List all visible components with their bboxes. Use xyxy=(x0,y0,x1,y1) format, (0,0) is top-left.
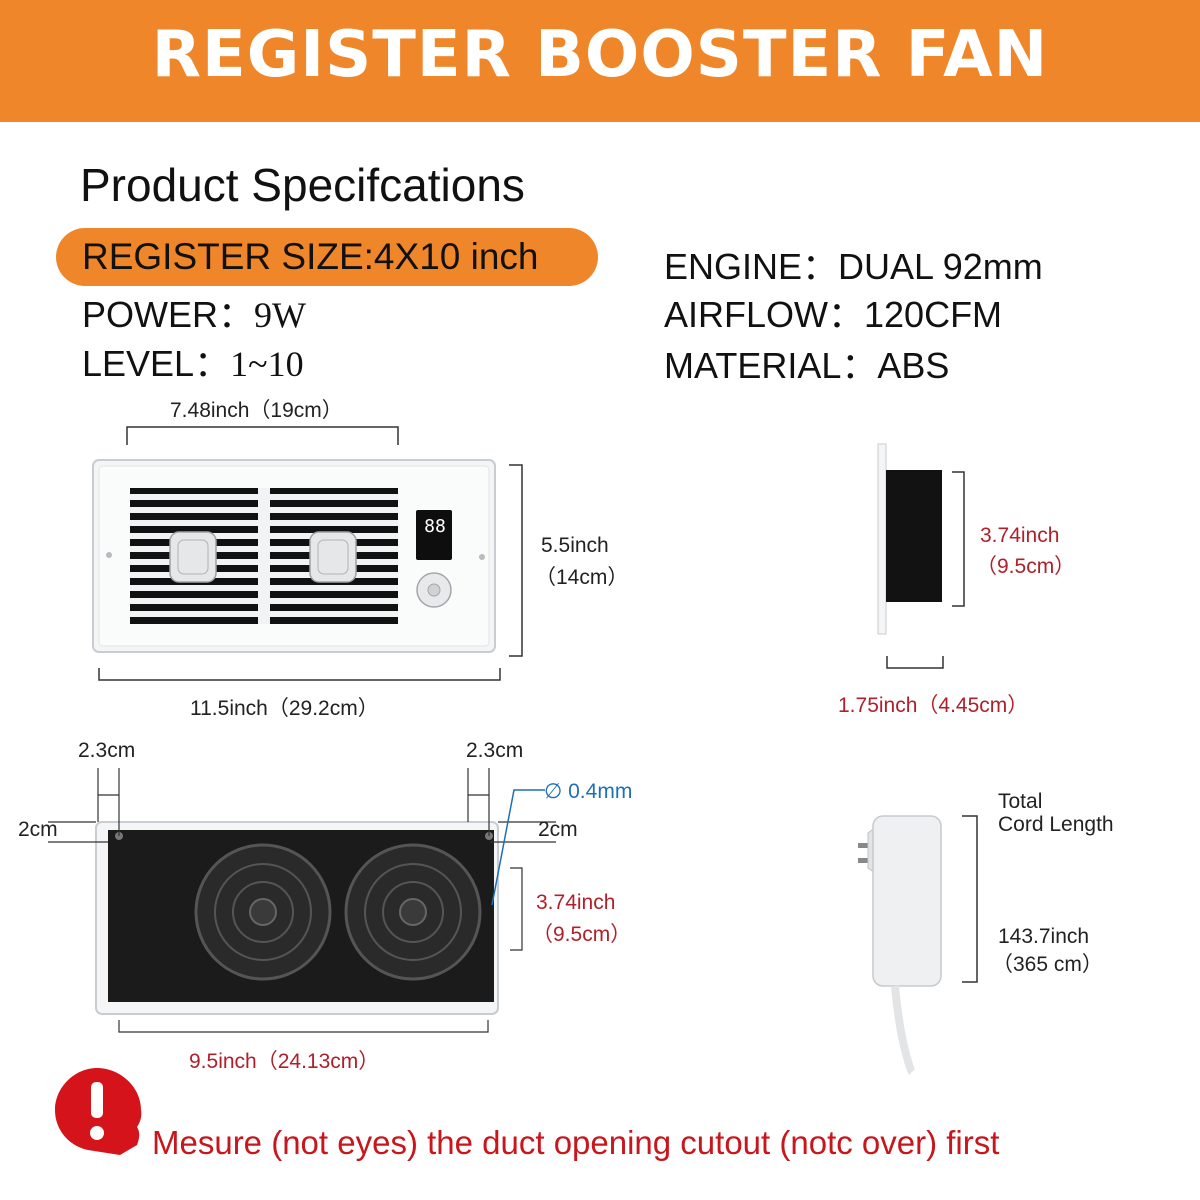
cord-dimension-line xyxy=(962,815,978,983)
power-adapter-image xyxy=(858,815,942,1075)
rear-height-inch-label: 3.74inch xyxy=(536,891,616,914)
cord-length-cm: （365 cm） xyxy=(992,953,1103,976)
register-front-image xyxy=(92,459,496,653)
spec-material: MATERIAL：ABS xyxy=(664,345,950,386)
side-depth-label: 1.75inch（4.45cm） xyxy=(838,694,1029,717)
rear-view-dimension-lines xyxy=(48,768,556,1033)
cord-label-line1: Total xyxy=(998,790,1043,813)
front-height-inch-label: 5.5inch xyxy=(541,534,609,557)
side-height-inch-label: 3.74inch xyxy=(980,524,1060,547)
side-height-cm-label: （9.5cm） xyxy=(976,555,1076,578)
cord-length-inch: 143.7inch xyxy=(998,925,1090,948)
rear-right-top-label: 2cm xyxy=(538,818,578,841)
spec-heading: Product Specifcations xyxy=(80,159,525,211)
rear-left-margin-label: 2.3cm xyxy=(78,739,136,762)
register-side-image xyxy=(877,443,942,635)
spec-power-label: POWER： xyxy=(82,294,255,335)
display-readout: 88 xyxy=(424,516,446,537)
spec-engine: ENGINE：DUAL 92mm xyxy=(664,246,1043,287)
front-view-dimension-lines xyxy=(98,426,523,681)
side-view-dimension-lines xyxy=(886,471,965,669)
rear-right-margin-label: 2.3cm xyxy=(466,739,524,762)
hole-diameter-label: ∅ 0.4mm xyxy=(544,780,633,803)
spec-power: POWER：9W xyxy=(82,286,306,338)
spec-level: LEVEL：1~10 xyxy=(82,335,304,387)
spec-power-value: 9W xyxy=(254,295,306,335)
front-height-cm-label: （14cm） xyxy=(535,566,629,589)
spec-airflow: AIRFLOW：120CFM xyxy=(664,294,1003,335)
front-overall-width-label: 11.5inch（29.2cm） xyxy=(190,697,379,720)
front-grille-width-label: 7.48inch（19cm） xyxy=(170,399,343,422)
rear-left-top-label: 2cm xyxy=(18,818,58,841)
spec-level-value: 1~10 xyxy=(230,344,304,384)
rear-height-cm-label: （9.5cm） xyxy=(532,923,632,946)
spec-level-label: LEVEL： xyxy=(82,343,231,384)
exclamation-icon xyxy=(55,1068,142,1155)
warning-text: Mesure (not eyes) the duct opening cutou… xyxy=(152,1124,1000,1161)
header-banner xyxy=(0,0,1200,122)
register-rear-image xyxy=(95,821,499,1015)
banner-title: REGISTER BOOSTER FAN xyxy=(151,18,1049,92)
rear-width-label: 9.5inch（24.13cm） xyxy=(189,1050,380,1073)
cord-label-line2: Cord Length xyxy=(998,813,1114,836)
hole-leader-line xyxy=(491,789,545,906)
register-size-badge: REGISTER SIZE:4X10 inch xyxy=(56,228,598,286)
